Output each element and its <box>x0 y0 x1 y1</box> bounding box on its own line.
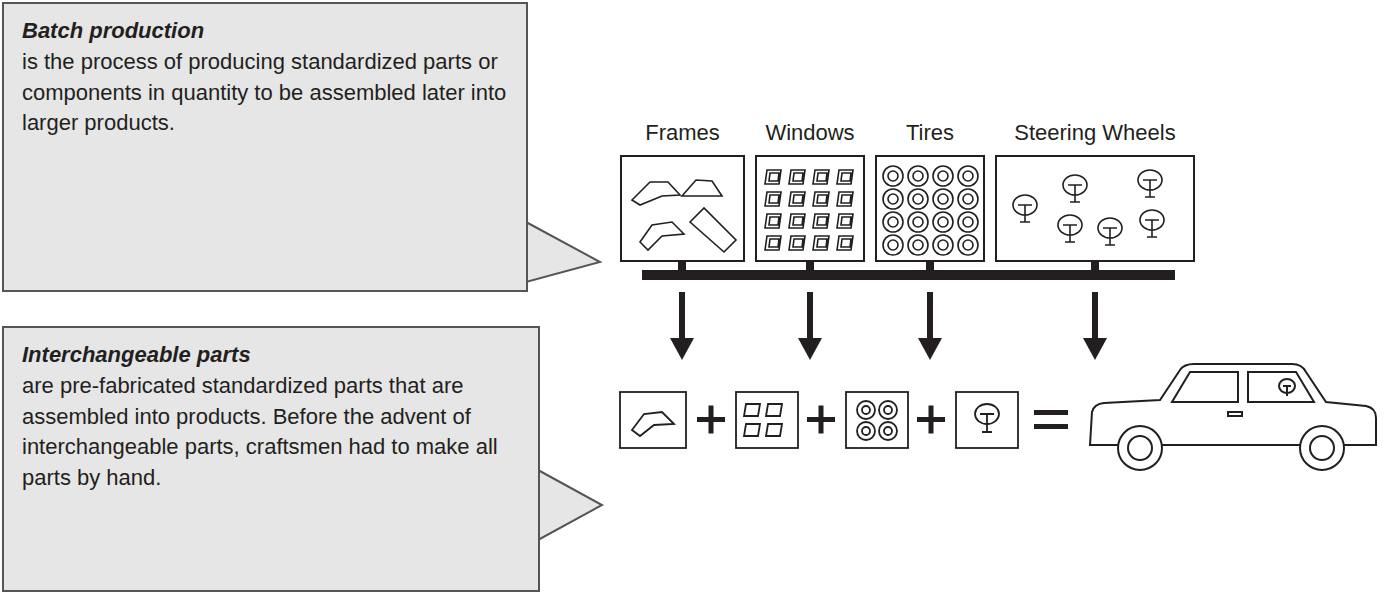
down-arrows <box>670 292 1107 360</box>
parts-bin: Frames <box>620 155 745 262</box>
parts-bin: Windows <box>755 155 865 262</box>
tire-icons <box>883 166 978 255</box>
callout-box: Interchangeable partsare pre-fabricated … <box>2 326 540 592</box>
callout-box: Batch productionis the process of produc… <box>2 2 528 292</box>
rack-bar <box>642 262 1175 280</box>
bin-label: Tires <box>847 119 1013 148</box>
window-icons <box>765 170 853 250</box>
term-heading: Batch production <box>22 16 508 47</box>
bin-label: Frames <box>592 119 773 148</box>
bin-label: Steering Wheels <box>967 119 1223 148</box>
callout-tail <box>538 470 602 540</box>
assembly-row <box>620 392 1018 448</box>
callout-tail <box>526 222 600 282</box>
parts-bin: Steering Wheels <box>995 155 1195 262</box>
car <box>1090 364 1376 470</box>
definition-text: are pre-fabricated standardized parts th… <box>22 371 520 494</box>
term-heading: Interchangeable parts <box>22 340 520 371</box>
steering-icons <box>1013 170 1164 245</box>
operators <box>697 406 1068 434</box>
bin-label: Windows <box>727 119 893 148</box>
definition-text: is the process of producing standardized… <box>22 47 508 139</box>
parts-bin: Tires <box>875 155 985 262</box>
frame-icons <box>632 180 736 252</box>
